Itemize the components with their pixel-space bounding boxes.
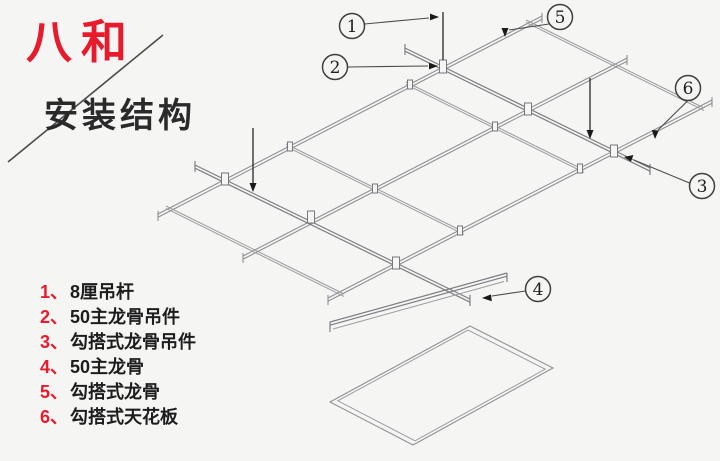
grid-cross-line-4	[525, 19, 705, 111]
legend-item-label: 勾搭式龙骨吊件	[70, 332, 197, 352]
callout-2-number: 2	[330, 58, 341, 78]
callout-1-number: 1	[347, 17, 358, 37]
callout-1-circle	[338, 12, 366, 40]
brand-name: 八和	[26, 15, 136, 69]
callout-3-number: 3	[697, 177, 708, 197]
legend-item-number: 5、	[40, 382, 69, 402]
callout-3-circle	[688, 172, 716, 200]
legend-item-number: 6、	[40, 407, 69, 427]
callout-4-circle	[524, 275, 552, 303]
callout-1: 1	[338, 12, 439, 40]
legend-item-label: 8厘吊杆	[70, 282, 135, 302]
callout-6-number: 6	[683, 79, 694, 99]
callout-1-arrow	[430, 13, 439, 21]
callout-5-circle	[546, 3, 574, 31]
legend-item-label: 勾搭式天花板	[70, 407, 179, 427]
legend-item: 2、50主龙骨吊件	[40, 305, 196, 330]
callout-4-arrow	[482, 294, 492, 302]
callout-6-arrow	[651, 130, 659, 139]
legend-item: 3、勾搭式龙骨吊件	[40, 330, 196, 355]
callout-3: 3	[624, 155, 716, 200]
ceiling-panel	[328, 325, 555, 446]
legend: 1、8厘吊杆 2、50主龙骨吊件 3、勾搭式龙骨吊件 4、50主龙骨 5、勾搭式…	[40, 280, 196, 430]
legend-item: 6、勾搭式天花板	[40, 405, 196, 430]
brand-subtitle: 安装结构	[44, 96, 196, 136]
legend-item-label: 勾搭式龙骨	[70, 382, 161, 402]
legend-item-number: 2、	[40, 307, 69, 327]
hook-keel-runner-top	[157, 13, 543, 221]
legend-item: 5、勾搭式龙骨	[40, 380, 196, 405]
callout-3-arrow	[624, 155, 634, 162]
hook-keel-runner-bottom	[327, 97, 713, 305]
callout-4: 4	[482, 275, 552, 303]
legend-item-label: 50主龙骨	[70, 357, 145, 377]
legend-item-number: 1、	[40, 282, 69, 302]
hook-keel-runner-middle	[242, 55, 628, 263]
keel-hanger-clips	[221, 59, 618, 270]
callout-2-circle	[321, 53, 349, 81]
logo-slash-line	[7, 34, 164, 163]
grid-cross-line-1	[165, 205, 345, 297]
callout-5-number: 5	[555, 8, 566, 28]
callout-2-arrow	[429, 62, 438, 70]
callout-5: 5	[501, 3, 574, 37]
legend-item-number: 3、	[40, 332, 69, 352]
detached-keel-rail	[329, 272, 508, 332]
callout-5-arrow	[501, 28, 509, 37]
main-keel-runner-2	[194, 161, 471, 306]
callout-2: 2	[321, 53, 438, 81]
callout-6: 6	[651, 74, 702, 139]
legend-item-number: 4、	[40, 357, 69, 377]
legend-item-label: 50主龙骨吊件	[70, 307, 181, 327]
legend-item: 4、50主龙骨	[40, 355, 196, 380]
hanger-rod-2	[249, 128, 257, 192]
legend-item: 1、8厘吊杆	[40, 280, 196, 305]
callout-4-number: 4	[533, 280, 544, 300]
callout-6-circle	[674, 74, 702, 102]
hanger-rod-3	[586, 78, 594, 139]
